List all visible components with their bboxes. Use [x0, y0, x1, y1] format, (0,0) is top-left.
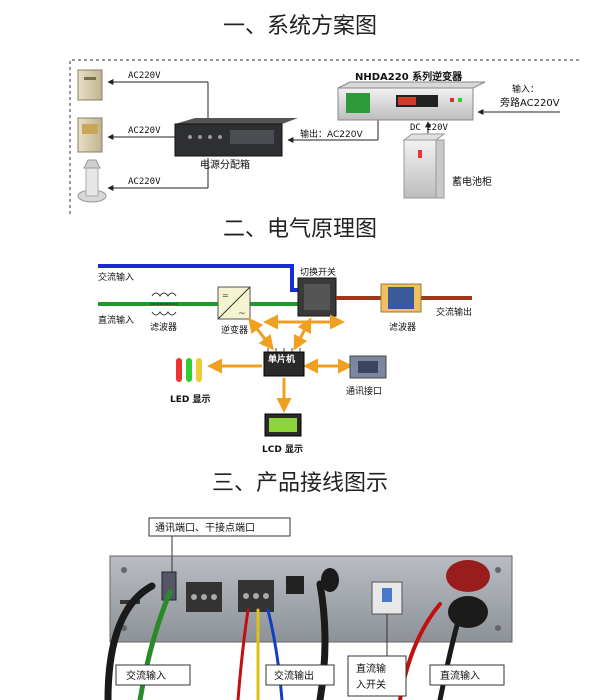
- comm-dry-contact-label: 通讯端口、干接点端口: [155, 521, 255, 534]
- comm-port-label: 通讯接口: [346, 385, 382, 397]
- ac-input-box: [115, 664, 191, 686]
- rear-panel: [109, 555, 513, 643]
- dc-input-label: 直流输入: [98, 314, 134, 326]
- led-display: [176, 358, 202, 382]
- dc-label: DC 220V: [410, 123, 449, 133]
- ac-label-1: AC220V: [128, 71, 161, 81]
- filter-left: [150, 292, 178, 316]
- filter-right: [380, 283, 422, 313]
- svg-text:=: =: [222, 291, 229, 300]
- lcd-display-label: LCD 显示: [262, 444, 303, 455]
- input-label-line2: 旁路AC220V: [500, 96, 560, 109]
- filter-left-label: 滤波器: [150, 321, 177, 333]
- svg-text:~: ~: [238, 309, 246, 319]
- inverter-name: NHDA220 系列逆变器: [355, 70, 463, 83]
- pc-tower-device: [77, 69, 103, 101]
- filter-right-label: 滤波器: [389, 321, 416, 333]
- mcu-chip: [263, 348, 305, 377]
- dashed-frame: [69, 59, 580, 214]
- led-display-label: LED 显示: [170, 394, 211, 405]
- section3-title: 三、产品接线图示: [212, 471, 388, 496]
- control-arrows: [207, 314, 353, 413]
- cables: [104, 580, 463, 700]
- ac-input-callout: 交流输入: [126, 669, 166, 682]
- ac-output-box: [265, 664, 335, 686]
- ac-label-3: AC220V: [128, 177, 161, 187]
- server-device: [77, 117, 103, 153]
- dc-switch-box: [347, 655, 407, 697]
- ac-label-2: AC220V: [128, 126, 161, 136]
- dc-input-callout: 直流输入: [440, 669, 480, 682]
- switch-label: 切换开关: [300, 266, 336, 278]
- comm-port: [349, 355, 387, 379]
- dc-input-box: [429, 664, 505, 686]
- input-label-line1: 输入：: [512, 83, 539, 95]
- section2-title: 二、电气原理图: [223, 217, 377, 242]
- comm-dry-contact-box: [148, 517, 291, 537]
- distribution-box: [174, 118, 298, 157]
- dc-switch-callout-2: 入开关: [356, 678, 386, 691]
- battery-cabinet-label: 蓄电池柜: [452, 175, 492, 188]
- section1-title: 一、系统方案图: [223, 14, 377, 39]
- inverter-label: 逆变器: [221, 324, 248, 336]
- inverter-unit: [337, 81, 486, 121]
- lcd-display: [264, 413, 302, 437]
- ac-input-label: 交流输入: [98, 271, 134, 283]
- inverter-block: = ~: [217, 286, 251, 320]
- distribution-box-label: 电源分配箱: [200, 158, 250, 171]
- dc-input-plug: [321, 568, 339, 592]
- output-label: 输出：AC220V: [300, 128, 363, 140]
- lamp-device: [77, 159, 107, 203]
- switch-block: [297, 277, 337, 317]
- ac-output-label: 交流输出: [436, 306, 472, 318]
- ac-output-callout: 交流输出: [274, 669, 314, 682]
- ac-input-line: [98, 264, 300, 292]
- battery-cabinet: [402, 133, 446, 199]
- dc-switch-callout-1: 直流输: [356, 662, 386, 675]
- mcu-label: 单片机: [268, 353, 295, 365]
- dc-terminals: [446, 560, 490, 628]
